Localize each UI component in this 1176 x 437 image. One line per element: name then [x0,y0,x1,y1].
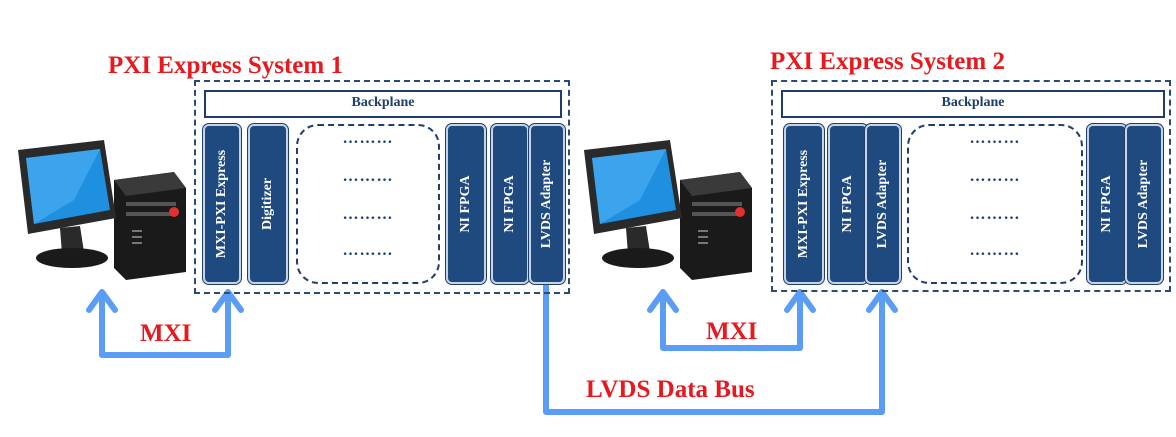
system-1-empty-slots: ……… ……… ……… ……… [296,124,440,284]
mxi-link-2 [660,295,803,351]
lvds-link [543,283,885,415]
system-1-chassis: Backplane MXI-PXI Express Digitizer ……… … [194,80,570,294]
mxi-1-arrowhead-left [86,289,118,313]
card-label: Digitizer [260,177,275,231]
system-2-card-mxi: MXI-PXI Express [784,124,824,284]
mxi-2-arrowhead-left [647,289,679,313]
card-label: MXI-PXI Express [796,149,811,259]
system-2-card-lvds: LVDS Adapter [865,124,901,284]
system-1-card-mxi: MXI-PXI Express [203,124,241,284]
computer-icon [18,140,186,280]
lvds-data-bus-label: LVDS Data Bus [586,376,755,403]
card-label: NI FPGA [1099,175,1114,233]
placeholder-dots: ……… [342,168,394,185]
system-2-card-fpga-right: NI FPGA [1087,124,1127,284]
system-1-card-lvds: LVDS Adapter [529,124,565,284]
system-2-backplane: Backplane [781,90,1165,118]
system-1-card-fpga-2: NI FPGA [491,124,529,284]
placeholder-dots: ……… [969,168,1021,185]
card-label: NI FPGA [458,175,473,233]
mxi-label-1: MXI [140,320,192,347]
mxi-label-2: MXI [706,318,758,345]
system-2-chassis: Backplane MXI-PXI Express NI FPGA LVDS A… [771,80,1171,292]
card-label: NI FPGA [840,175,855,233]
system-2-empty-slots: ……… ……… ……… ……… [907,124,1083,284]
system-2-card-lvds-right: LVDS Adapter [1125,124,1163,284]
card-label: MXI-PXI Express [214,149,229,259]
placeholder-dots: ……… [342,206,394,223]
placeholder-dots: ……… [969,206,1021,223]
card-label: LVDS Adapter [539,159,554,249]
mxi-2-arrowhead-right [784,289,816,313]
card-label: LVDS Adapter [1136,159,1151,249]
computer-icon [584,140,752,280]
card-label: LVDS Adapter [875,159,890,249]
system-1-title: PXI Express System 1 [108,52,343,79]
placeholder-dots: ……… [342,130,394,147]
system-1-card-fpga-1: NI FPGA [446,124,486,284]
placeholder-dots: ……… [342,242,394,259]
placeholder-dots: ……… [969,130,1021,147]
lvds-arrowhead [866,289,898,313]
placeholder-dots: ……… [969,242,1021,259]
system-1-card-digitizer: Digitizer [248,124,288,284]
card-label: NI FPGA [502,175,517,233]
system-2-title: PXI Express System 2 [770,48,1005,75]
system-2-card-fpga: NI FPGA [828,124,868,284]
system-1-backplane: Backplane [204,90,562,118]
mxi-link-1 [99,295,231,358]
